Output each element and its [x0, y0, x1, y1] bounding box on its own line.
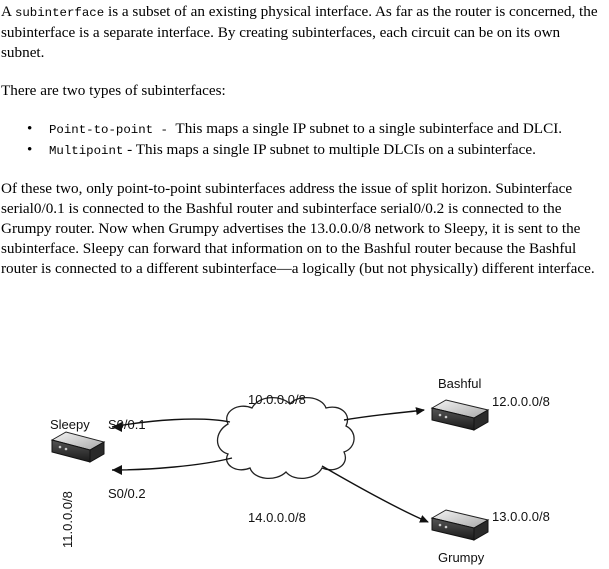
bashful-label: Bashful — [438, 376, 481, 391]
sleepy-network-label: 11.0.0.0/8 — [60, 491, 75, 548]
grumpy-router-icon — [430, 509, 490, 541]
arrow-head-left-bottom — [112, 465, 122, 475]
multipoint-dash: - — [123, 141, 136, 158]
connection-lines — [111, 407, 429, 523]
grumpy-link-arrow — [321, 465, 429, 523]
grumpy-label: Grumpy — [438, 550, 485, 565]
subinterface-types-list: • Point-to-point - This maps a single IP … — [1, 119, 605, 161]
paragraph1-post: is a subset of an existing physical inte… — [1, 3, 598, 61]
point-to-point-text: This maps a single IP subnet to a single… — [175, 120, 563, 137]
list-item-point-to-point: • Point-to-point - This maps a single IP … — [27, 119, 605, 140]
paragraph-types-intro: There are two types of subinterfaces: — [1, 82, 226, 99]
multipoint-text: This maps a single IP subnet to multiple… — [135, 141, 536, 158]
grumpy-network-label: 13.0.0.0/8 — [492, 509, 550, 524]
sleepy-router-icon — [50, 431, 106, 463]
point-to-point-code: Point-to-point — [49, 123, 154, 137]
s002-label: S0/0.2 — [108, 486, 146, 501]
bashful-network-label: 12.0.0.0/8 — [492, 394, 550, 409]
frame-relay-cloud — [216, 397, 355, 479]
bottom-link-network-label: 14.0.0.0/8 — [248, 510, 306, 525]
arrow-head-left-top — [112, 422, 122, 432]
point-to-point-dash: - — [153, 123, 176, 137]
diagram-svg: Sleepy S0/0.1 S0/0.2 11.0.0.0/8 Bashful … — [50, 376, 550, 565]
frame-relay-diagram: Sleepy S0/0.1 S0/0.2 11.0.0.0/8 Bashful … — [0, 370, 609, 569]
bullet-icon: • — [27, 120, 33, 137]
paragraph-subinterface-definition: A subinterface is a subset of an existin… — [1, 2, 605, 63]
top-link-network-label: 10.0.0.0/8 — [248, 392, 306, 407]
document-body: A subinterface is a subset of an existin… — [1, 2, 605, 279]
paragraph-split-horizon: Of these two, only point-to-point subint… — [1, 180, 595, 277]
bottom-link-arrow — [111, 457, 233, 471]
bullet-icon: • — [27, 141, 33, 158]
paragraph1-pre: A — [1, 3, 15, 20]
sleepy-label: Sleepy — [50, 417, 90, 432]
s001-label: S0/0.1 — [108, 417, 146, 432]
list-item-multipoint: • Multipoint - This maps a single IP subn… — [27, 140, 605, 161]
top-link-arrow — [111, 418, 231, 428]
subinterface-code: subinterface — [14, 6, 105, 20]
bashful-router-icon — [430, 399, 490, 431]
multipoint-code: Multipoint — [49, 144, 124, 158]
bashful-link-arrow — [343, 407, 425, 421]
